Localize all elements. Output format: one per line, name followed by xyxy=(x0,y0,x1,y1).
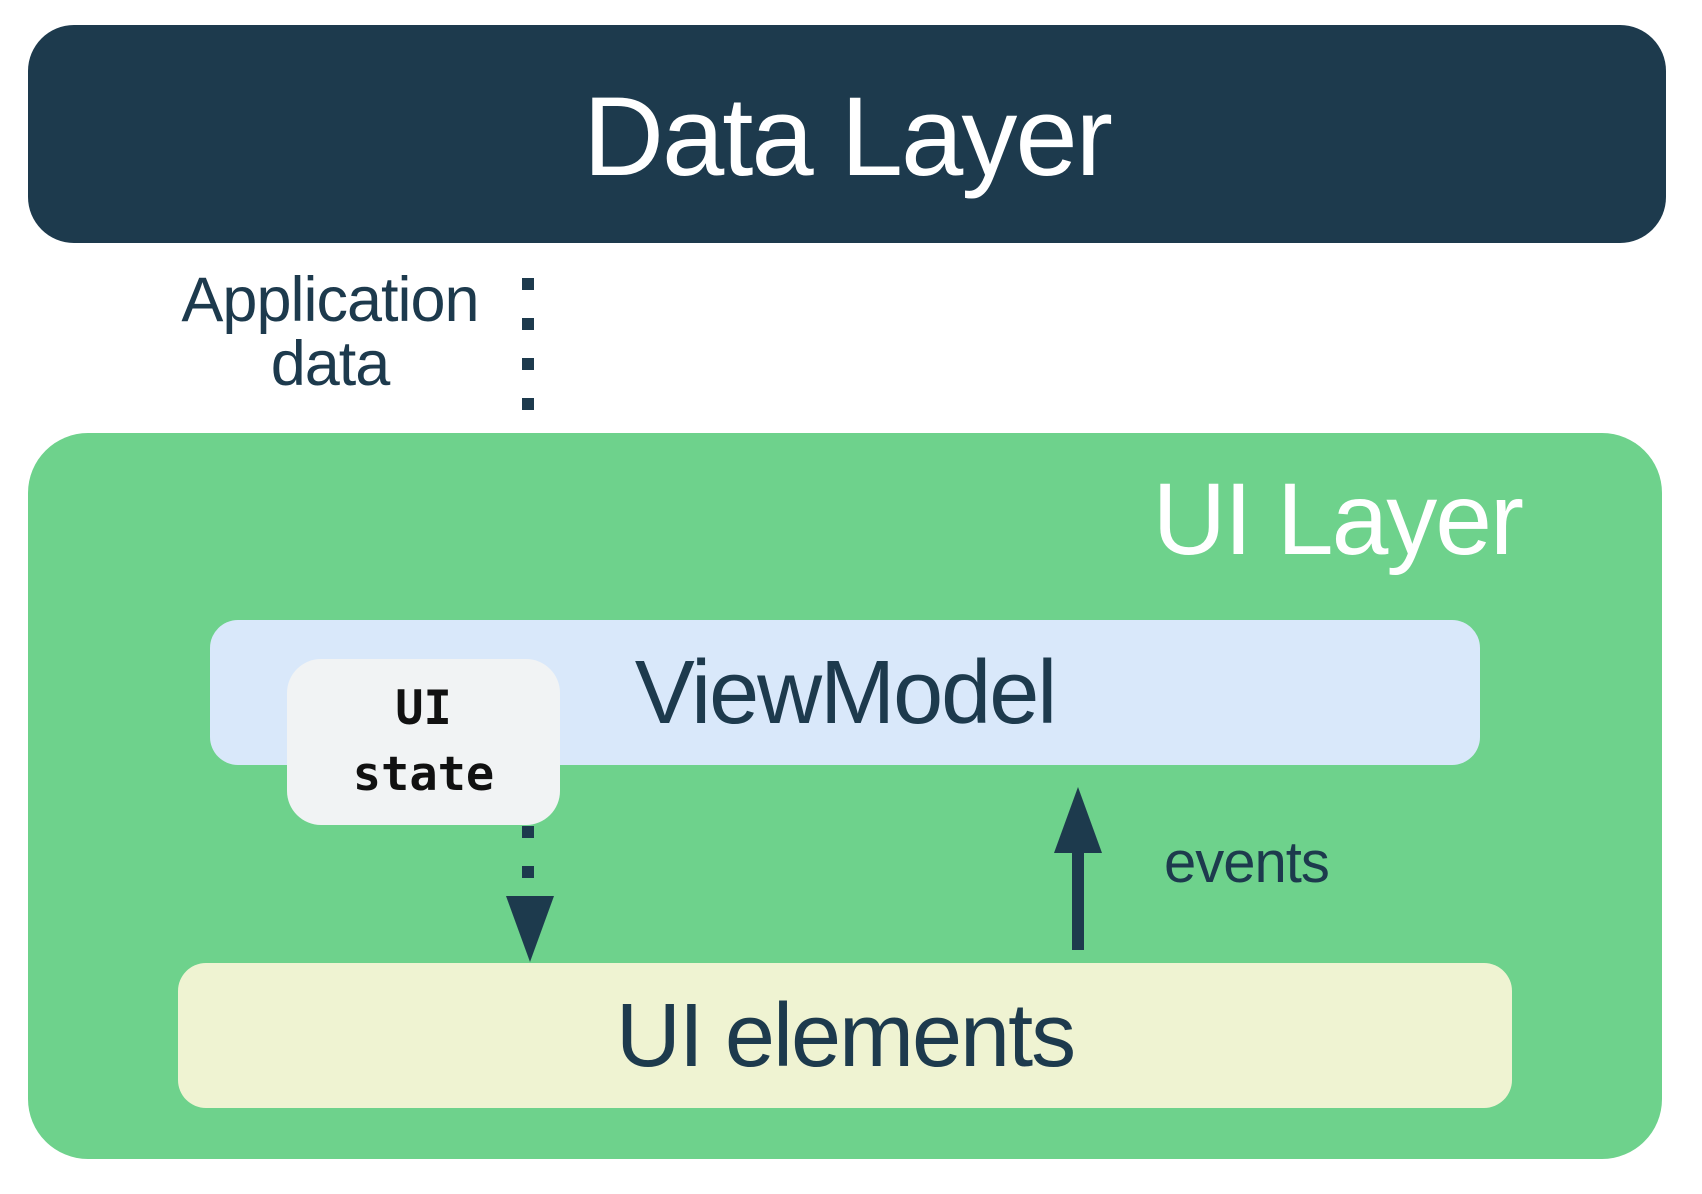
arrow-down-icon xyxy=(506,896,554,962)
application-data-line1: Application xyxy=(181,265,479,335)
data-layer-box: Data Layer xyxy=(28,25,1666,243)
application-data-line2: data xyxy=(270,329,391,399)
viewmodel-title: ViewModel xyxy=(634,642,1058,743)
arrow-up-icon xyxy=(1054,787,1102,853)
ui-elements-box: UI elements xyxy=(178,963,1512,1108)
ui-state-line1: UI xyxy=(395,681,452,736)
events-label: events xyxy=(1164,830,1330,895)
events-arrow-shaft xyxy=(1072,850,1084,950)
ui-state-line2: state xyxy=(352,747,495,802)
ui-state-dotted-line xyxy=(522,826,534,882)
ui-layer-title: UI Layer xyxy=(1152,462,1524,576)
ui-elements-title: UI elements xyxy=(615,985,1076,1086)
application-data-label: Application data xyxy=(130,268,530,396)
data-layer-title: Data Layer xyxy=(583,74,1113,199)
ui-state-badge: UI state xyxy=(287,659,560,825)
